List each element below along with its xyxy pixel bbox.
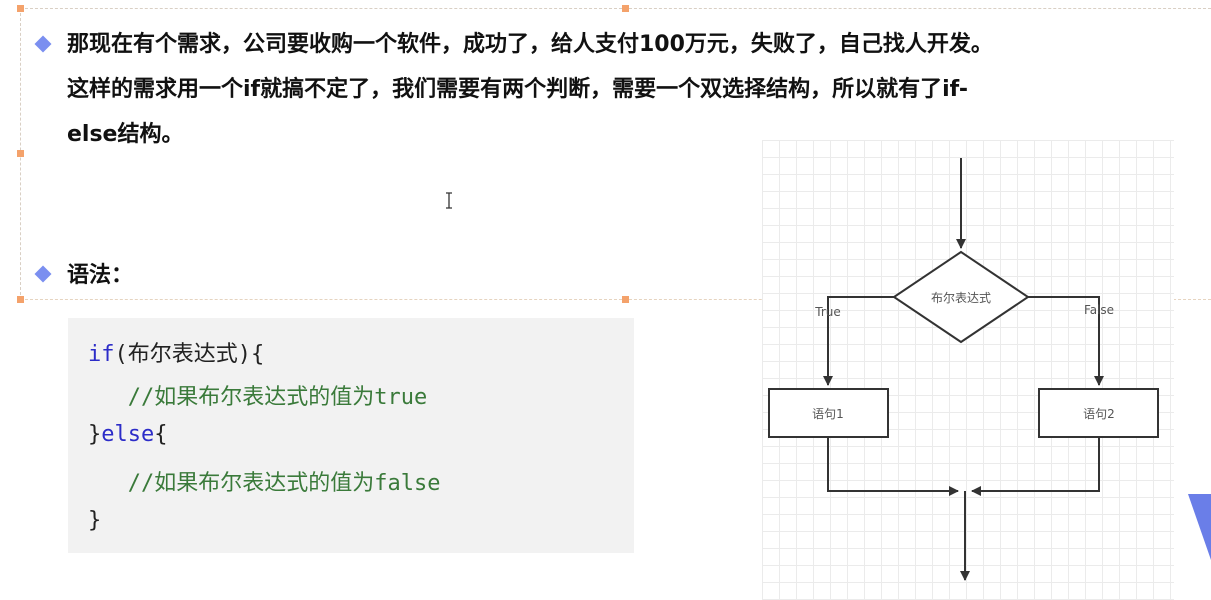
code-line-3: }else{ [88,422,167,447]
decorative-triangle-icon [1188,494,1211,560]
condition-diamond [892,250,1030,344]
condition-label: 布尔表达式 [931,290,991,305]
resize-handle-top-middle[interactable] [622,5,629,12]
keyword-else: else [101,422,155,447]
code-text: (布尔表达式){ [114,342,265,367]
code-line-4: //如果布尔表达式的值为false [88,471,441,496]
textbox-frame-top [20,8,1211,9]
true-branch-arrow [823,296,894,386]
resize-handle-bottom-middle[interactable] [622,296,629,303]
statement2-label: 语句2 [1083,407,1115,421]
merge-arrow-left [827,437,959,496]
paragraph-line-2: 这样的需求用一个if就搞不定了，我们需要有两个判断，需要一个双选择结构，所以就有… [67,77,968,102]
intro-paragraph[interactable]: 那现在有个需求，公司要收购一个软件，成功了，给人支付100万元，失败了，自己找人… [67,22,1207,157]
diamond-bullet-icon [34,35,52,53]
code-line-1: if(布尔表达式){ [88,336,264,368]
paragraph-line-3: else结构。 [67,122,184,147]
code-block: if(布尔表达式){ //如果布尔表达式的值为true }else{ //如果布… [68,318,634,553]
syntax-heading: 语法： [67,263,134,288]
code-text: { [154,422,168,447]
resize-handle-top-left[interactable] [17,5,24,12]
text-cursor-icon [446,192,452,209]
textbox-frame-bottom [20,299,1211,300]
paragraph-line-1: 那现在有个需求，公司要收购一个软件，成功了，给人支付100万元，失败了，自己找人… [67,32,993,57]
code-text: } [88,422,102,447]
if-else-flowchart: 布尔表达式 True False 语句1 语句2 [762,140,1174,600]
resize-handle-middle-left[interactable] [17,150,24,157]
resize-handle-bottom-left[interactable] [17,296,24,303]
code-line-5: } [88,508,102,533]
false-label: False [1084,303,1114,317]
statement2-box [1038,388,1159,438]
true-label: True [814,305,841,319]
statement1-label: 语句1 [812,407,844,421]
merge-arrow-right [971,437,1100,496]
keyword-if: if [88,342,115,367]
diamond-bullet-icon [34,265,52,283]
false-branch-arrow [1028,296,1104,386]
code-line-2: //如果布尔表达式的值为true [88,385,428,410]
